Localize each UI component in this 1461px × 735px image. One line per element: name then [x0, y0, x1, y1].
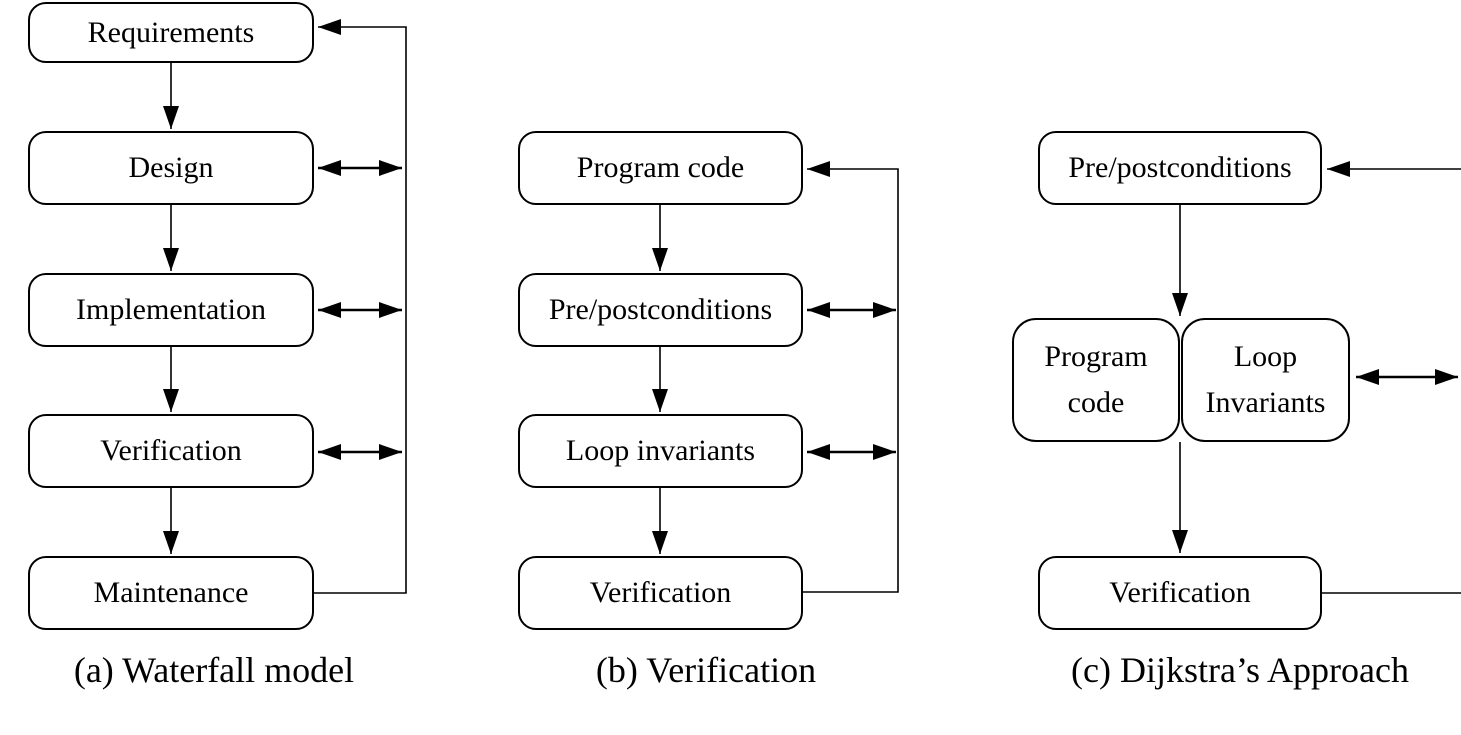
dijkstra-approach--box-verification-label: Verification — [1109, 576, 1251, 609]
waterfall-model--box-verification-label: Verification — [100, 434, 242, 467]
waterfall-model--box-design: Design — [28, 131, 314, 205]
dijkstra-approach--box-pre-postconditions: Pre/postconditions — [1038, 131, 1322, 205]
dijkstra-approach--feedback-into-prepostconditions-arrowhead-end — [1327, 161, 1350, 177]
dijkstra-approach--box-program-code: Program code — [1012, 318, 1180, 442]
waterfall-model--box-implementation: Implementation — [28, 273, 314, 347]
dijkstra-approach--box-verification: Verification — [1038, 556, 1322, 630]
caption-dijkstra-approach: (c) Dijkstra’s Approach — [1071, 650, 1409, 690]
dijkstra-approach--feedback-loop-invariants-arrowhead-end — [1435, 369, 1458, 385]
verification-model--box-program-code: Program code — [518, 131, 803, 205]
caption-verification-model: (b) Verification — [595, 650, 817, 690]
waterfall-model--feedback-implementation-arrowhead-start — [318, 302, 341, 318]
waterfall-model--box-design-label: Design — [128, 151, 214, 184]
verification-model--box-verification-label: Verification — [589, 576, 732, 609]
waterfall-model--box-maintenance: Maintenance — [28, 556, 314, 630]
waterfall-model--feedback-design-arrowhead-end — [379, 160, 402, 176]
waterfall-model--arrow-implementation-to-verification-arrowhead-end — [163, 389, 179, 412]
verification-model--box-pre-postconditions: Pre/postconditions — [518, 273, 803, 347]
dijkstra-approach--arrow-prepost-to-code-and-invariants-arrowhead-end — [1172, 293, 1188, 316]
dijkstra-approach--box-pre-postconditions-label: Pre/postconditions — [1068, 151, 1292, 184]
verification-model--feedback-pre-postconditions-arrowhead-start — [807, 302, 830, 318]
waterfall-model--box-requirements-label: Requirements — [87, 15, 255, 49]
waterfall-model--box-requirements: Requirements — [28, 2, 314, 63]
waterfall-model--box-maintenance-label: Maintenance — [93, 576, 249, 609]
verification-model--arrow-prepost-to-loopinvariants-arrowhead-end — [652, 389, 668, 412]
waterfall-model--feedback-maintenance-to-requirements — [314, 26, 407, 594]
verification-model--box-loop-invariants: Loop invariants — [518, 414, 803, 488]
waterfall-model--arrow-design-to-implementation-arrowhead-end — [163, 248, 179, 271]
verification-model--feedback-pre-postconditions-arrowhead-end — [873, 302, 896, 318]
dijkstra-approach--box-loop-invariants-label: Loop — [1233, 340, 1298, 373]
waterfall-model--box-implementation-label: Implementation — [76, 293, 266, 326]
waterfall-model--arrow-requirements-to-design-arrowhead-end — [163, 106, 179, 129]
dijkstra-approach--arrow-code-and-invariants-to-verification-arrowhead-end — [1172, 530, 1188, 553]
dijkstra-approach--box-program-code-label: Program — [1044, 340, 1148, 373]
dijkstra-approach--feedback-loop-invariants-arrowhead-start — [1356, 369, 1379, 385]
dijkstra-approach--box-loop-invariants-label: Invariants — [1205, 386, 1326, 419]
verification-model--feedback-loop-invariants-arrowhead-start — [807, 444, 830, 460]
verification-model--arrow-programcode-to-prepost-arrowhead-end — [652, 248, 668, 271]
waterfall-model--feedback-verification-arrowhead-start — [318, 444, 341, 460]
waterfall-model--feedback-design-arrowhead-start — [318, 160, 341, 176]
verification-model--arrow-loopinvariants-to-verification-arrowhead-end — [652, 531, 668, 554]
verification-model--box-pre-postconditions-label: Pre/postconditions — [548, 293, 773, 326]
verification-model--feedback-verification-to-programcode — [803, 168, 899, 593]
verification-model--box-verification: Verification — [518, 556, 803, 630]
verification-model--feedback-loop-invariants-arrowhead-end — [873, 444, 896, 460]
waterfall-model--feedback-verification-arrowhead-end — [379, 444, 402, 460]
waterfall-model--feedback-maintenance-to-requirements-arrowhead-end — [318, 19, 341, 35]
verification-model--feedback-verification-to-programcode-arrowhead-end — [807, 161, 830, 177]
waterfall-model--feedback-implementation-arrowhead-end — [379, 302, 402, 318]
caption-waterfall-model: (a) Waterfall model — [73, 650, 355, 690]
waterfall-model--arrow-verification-to-maintenance-arrowhead-end — [163, 531, 179, 554]
verification-model--box-program-code-label: Program code — [576, 151, 745, 184]
dijkstra-approach--box-program-code-label: code — [1067, 386, 1125, 419]
waterfall-model--box-verification: Verification — [28, 414, 314, 488]
verification-model--box-loop-invariants-label: Loop invariants — [565, 434, 756, 467]
